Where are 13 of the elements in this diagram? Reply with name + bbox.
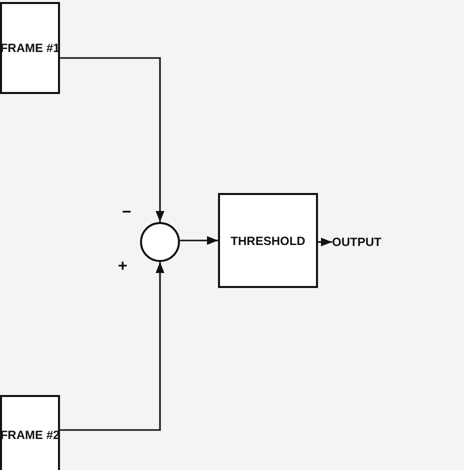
- node-label: FRAME #1: [0, 41, 60, 55]
- summing-circle: [140, 222, 180, 262]
- sign-label: −: [122, 204, 132, 222]
- sign-label: +: [118, 258, 128, 276]
- process-box: [0, 395, 60, 470]
- process-box: [0, 2, 60, 94]
- arrow: [60, 57, 164, 222]
- process-box: [218, 193, 318, 288]
- node-label: THRESHOLD: [230, 234, 306, 248]
- arrow: [60, 262, 164, 431]
- arrow: [180, 236, 218, 245]
- node-label: OUTPUT: [332, 235, 382, 249]
- arrow: [318, 238, 332, 246]
